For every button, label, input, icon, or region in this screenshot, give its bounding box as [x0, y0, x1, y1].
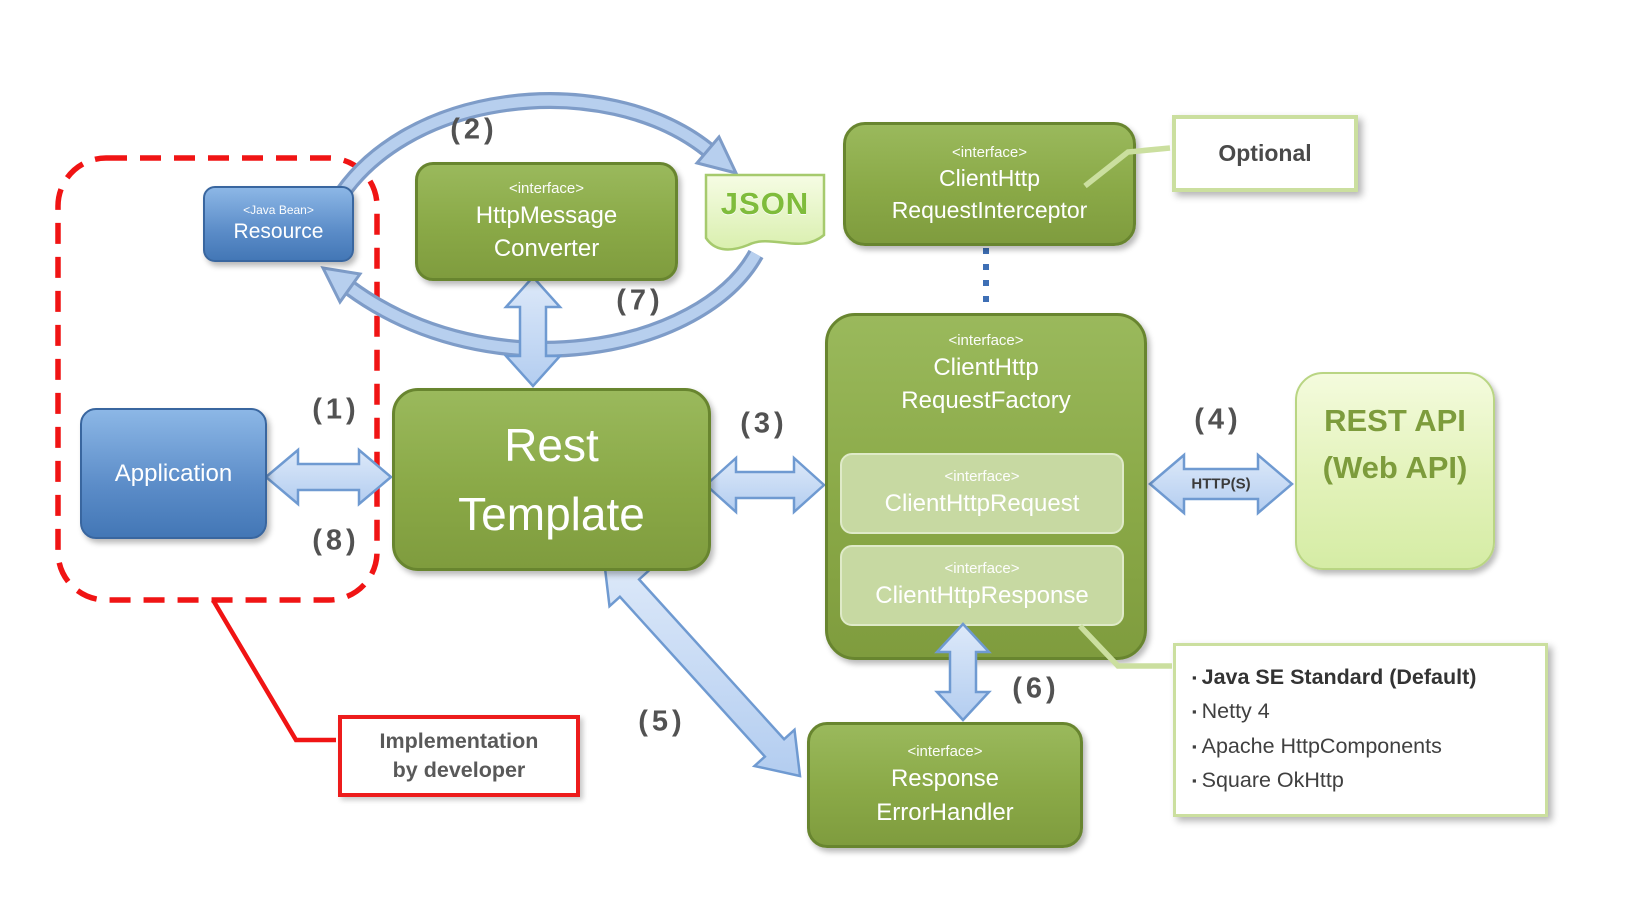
bullet-icon: ▪: [1192, 670, 1197, 685]
error-handler-line1: Response: [890, 765, 1000, 793]
response-error-handler-node: <interface> Response ErrorHandler: [807, 722, 1083, 848]
impl-item-netty: ▪Netty 4: [1192, 699, 1270, 724]
rest-template-node: Rest Template: [392, 388, 711, 571]
implbydev-line2: by developer: [392, 758, 526, 782]
interceptor-line1: ClientHttp: [939, 164, 1040, 191]
factory-line1: ClientHttp: [933, 354, 1039, 381]
factory-line2: RequestFactory: [901, 387, 1071, 415]
step-label-7: (7): [616, 284, 664, 317]
resource-node: <Java Bean> Resource: [203, 186, 354, 262]
step-label-5: (5): [638, 705, 686, 738]
resource-name: Resource: [233, 220, 324, 244]
factory-stereotype: <interface>: [948, 332, 1024, 349]
interceptor-line2: RequestInterceptor: [891, 196, 1088, 223]
converter-line2: Converter: [493, 235, 600, 262]
impl-item-java-se: ▪Java SE Standard (Default): [1192, 665, 1477, 689]
bullet-icon: ▪: [1192, 704, 1197, 720]
application-name: Application: [114, 459, 233, 487]
bullet-icon: ▪: [1192, 773, 1197, 789]
json-label: JSON: [720, 186, 810, 221]
impl-item-apache: ▪Apache HttpComponents: [1192, 733, 1442, 758]
arrow-application-resttemplate: [264, 447, 393, 507]
converter-line1: HttpMessage: [475, 201, 618, 229]
request-stereotype: <interface>: [944, 468, 1020, 486]
error-handler-line2: ErrorHandler: [876, 798, 1014, 826]
arrow-resttemplate-factory: [704, 455, 826, 515]
rest-api-line1: REST API: [1324, 403, 1466, 438]
factory-implementations-callout: ▪Java SE Standard (Default) ▪Netty 4 ▪Ap…: [1173, 643, 1548, 817]
client-http-request-interceptor-node: <interface> ClientHttp RequestIntercepto…: [843, 122, 1136, 246]
rest-api-node: REST API (Web API): [1295, 372, 1495, 570]
optional-label: Optional: [1218, 140, 1312, 166]
rest-template-line2: Template: [458, 487, 645, 540]
step-label-6: (6): [1012, 672, 1060, 705]
error-handler-stereotype: <interface>: [907, 743, 983, 761]
http-message-converter-node: <interface> HttpMessage Converter: [415, 162, 678, 281]
client-http-request-node: <interface> ClientHttpRequest: [840, 453, 1124, 534]
bullet-icon: ▪: [1192, 738, 1197, 754]
rest-api-line2: (Web API): [1322, 449, 1468, 485]
step-label-8: (8): [312, 524, 360, 557]
step-label-4: (4): [1194, 403, 1242, 436]
step-label-2: (2): [450, 113, 498, 146]
interceptor-stereotype: <interface>: [951, 143, 1028, 161]
application-node: Application: [80, 408, 267, 539]
arrow-resttemplate-errorhandler: [602, 558, 802, 778]
implbydev-line1: Implementation: [379, 728, 539, 753]
client-http-response-node: <interface> ClientHttpResponse: [840, 545, 1124, 626]
optional-callout: Optional: [1172, 115, 1358, 192]
response-name: ClientHttpResponse: [875, 582, 1089, 610]
step-label-3: (3): [740, 407, 788, 440]
response-stereotype: <interface>: [944, 560, 1020, 578]
converter-stereotype: <interface>: [508, 179, 585, 197]
impl-item-okhttp: ▪Square OkHttp: [1192, 768, 1344, 793]
arrow-converter-resttemplate: [503, 275, 563, 388]
developer-boundary-callout-line: [211, 598, 336, 743]
step-label-1: (1): [312, 393, 360, 426]
resource-stereotype: <Java Bean>: [243, 203, 314, 218]
http-s-label: HTTP(S): [1191, 475, 1251, 493]
request-name: ClientHttpRequest: [884, 490, 1080, 518]
rest-template-line1: Rest: [504, 418, 599, 471]
implementation-by-developer-callout: Implementation by developer: [338, 715, 580, 797]
